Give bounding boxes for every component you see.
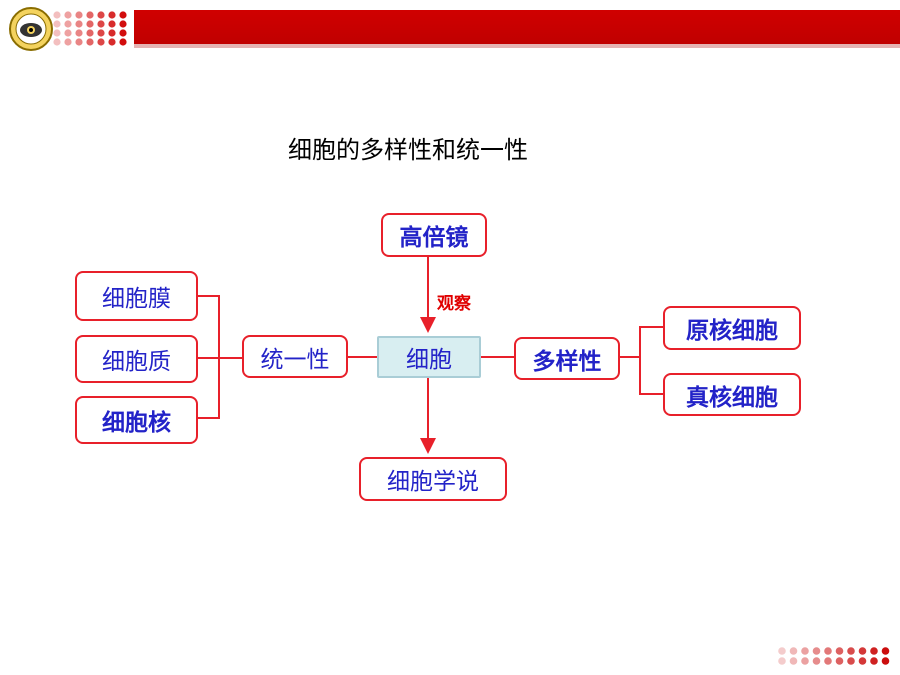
decorative-dot-grid-bottom: [778, 647, 890, 665]
node-prokaryote: 原核细胞: [663, 306, 801, 350]
node-nucleus: 细胞核: [75, 396, 198, 444]
node-eukaryote: 真核细胞: [663, 373, 801, 416]
node-unity: 统一性: [242, 335, 348, 378]
node-cell: 细胞: [377, 336, 481, 378]
node-cytoplasm: 细胞质: [75, 335, 198, 383]
page-title: 细胞的多样性和统一性: [288, 136, 528, 164]
label-observe: 观察: [437, 294, 471, 314]
header-bar: [134, 10, 900, 48]
bracket-right: [620, 326, 663, 395]
school-logo: [9, 7, 53, 51]
node-cell-theory: 细胞学说: [359, 457, 507, 501]
node-microscope: 高倍镜: [381, 213, 487, 257]
bracket-left: [197, 295, 243, 419]
decorative-dot-grid: [53, 11, 127, 46]
node-diversity: 多样性: [514, 337, 620, 380]
node-membrane: 细胞膜: [75, 271, 198, 321]
